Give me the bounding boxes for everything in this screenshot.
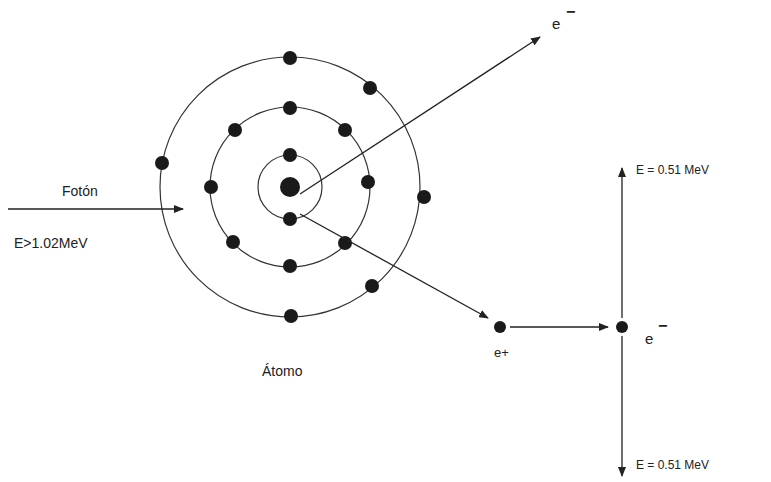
energy-label: E = 0.51 MeV [636,459,709,471]
arrows [8,37,622,476]
electron-symbol: e [552,16,560,31]
charge-sign: − [658,318,667,334]
energy-label: E = 0.51 MeV [636,164,709,176]
atom-particles [155,51,628,333]
charge-sign: − [566,4,575,20]
photon-label: Fotón [62,184,98,198]
atom-orbits [160,57,420,317]
photon-energy: E>1.02MeV [14,236,88,250]
electron-symbol: e [645,331,653,346]
atom-label: Átomo [262,364,302,378]
positron-symbol: e+ [494,346,509,359]
